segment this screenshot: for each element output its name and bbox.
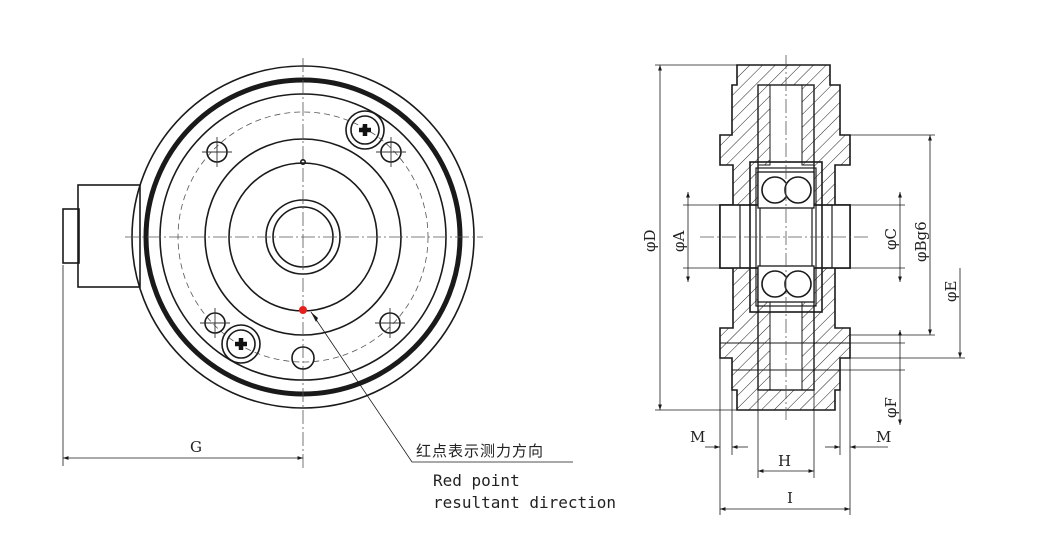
dim-label-g: G [190,438,202,456]
annotation-leader [310,311,573,463]
bolt-hole-top-right [376,137,406,167]
dim-label-m-left: M [690,428,705,446]
dim-label-e: φE [942,281,960,302]
annotation-line1: Red point [433,471,520,490]
dim-label-h: H [778,452,791,470]
index-mark [299,159,306,166]
connector-housing [77,184,141,288]
screw-top-right [345,110,385,150]
bolt-hole-top-left [202,137,232,167]
front-view: G [62,58,573,468]
dim-label-m-right: M [876,428,891,446]
dim-label-d: φD [641,229,659,252]
annotation-line2: resultant direction [433,493,616,512]
red-force-point [299,306,307,314]
section-view: φD φA φC φBg6 φE φF M [641,55,965,515]
screw-bottom-left [221,324,261,364]
red-point-annotation: 红点表示测力方向 Red point resultant direction [416,442,616,512]
dim-label-b: φBg6 [912,221,930,262]
annotation-chinese: 红点表示测力方向 [416,442,544,460]
bolt-hole-bottom-right [375,308,405,338]
dim-label-c: φC [882,228,900,250]
bolt-hole-bottom-left [200,308,230,338]
bolt-hole-bottom [291,346,315,370]
bearing-top [757,171,815,209]
dim-label-a: φA [670,230,688,252]
dim-label-i: I [787,489,793,507]
connector-plug [62,208,80,264]
dim-label-f: φF [882,397,900,418]
